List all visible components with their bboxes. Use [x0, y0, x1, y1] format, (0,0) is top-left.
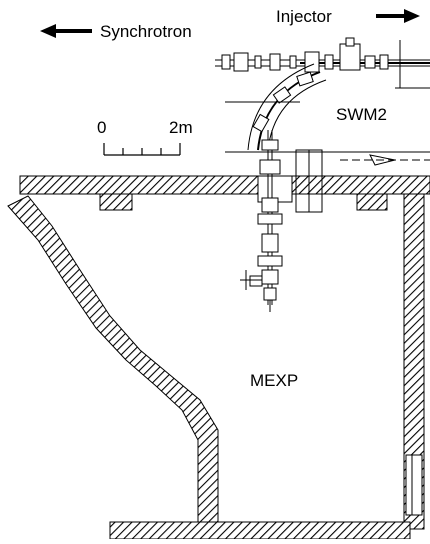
bottom-wall: [109, 521, 411, 540]
injector-label: Injector: [276, 7, 332, 26]
mexp-beamline: [240, 130, 283, 312]
scale-start-label: 0: [97, 118, 107, 137]
right-wall: [403, 193, 425, 530]
swm2-label: SWM2: [336, 105, 387, 124]
left-wall: [7, 195, 219, 531]
arrow-left-icon: [40, 24, 92, 38]
injector-beamline: [215, 37, 430, 89]
roof-wall: [19, 149, 430, 213]
arrow-right-icon: [376, 9, 420, 23]
scale-end-label: 2m: [169, 118, 193, 137]
switching-magnet-swm2: [225, 63, 430, 153]
scale-bar: [103, 143, 181, 156]
synchrotron-label: Synchrotron: [100, 22, 192, 41]
mexp-label: MEXP: [250, 371, 299, 390]
